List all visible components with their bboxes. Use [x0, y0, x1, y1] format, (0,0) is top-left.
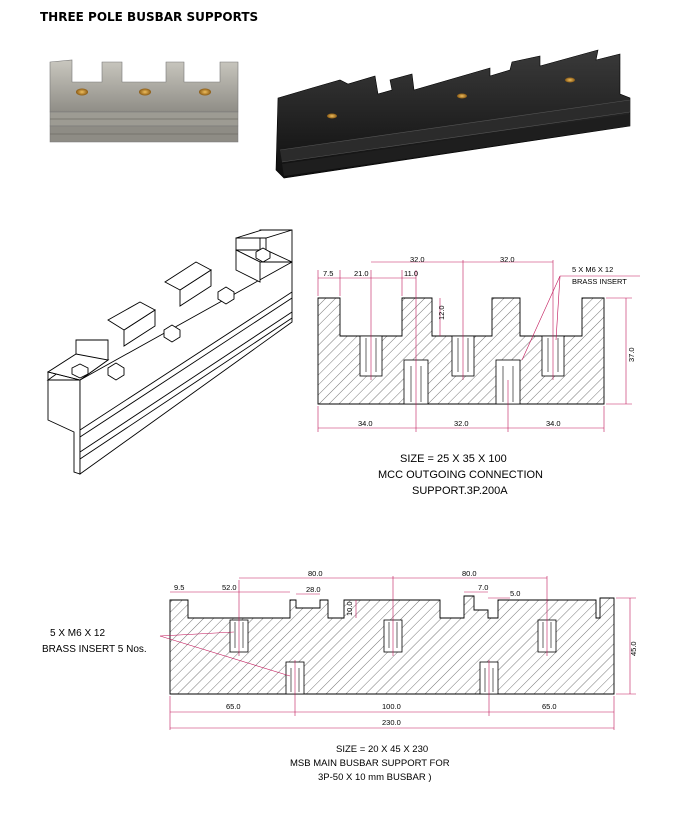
dim-80-b: 80.0	[462, 569, 477, 578]
dim-7-5: 7.5	[323, 269, 333, 278]
caption2-line3: 3P-50 X 10 mm BUSBAR )	[318, 772, 432, 783]
page-title: THREE POLE BUSBAR SUPPORTS	[40, 10, 259, 24]
brass-insert-icon	[76, 88, 88, 96]
hex-insert-icon	[163, 324, 181, 343]
dim-65-a: 65.0	[226, 702, 241, 711]
brass-insert-icon	[327, 113, 337, 119]
dim-37: 37.0	[627, 347, 636, 362]
insert-note2-line1: 5 X M6 X 12	[50, 628, 105, 639]
brass-insert-icon	[199, 88, 211, 96]
dim-32-b: 32.0	[500, 255, 515, 264]
caption1-line1: SIZE = 25 X 35 X 100	[400, 453, 507, 465]
insert-note-line2: BRASS INSERT	[572, 277, 627, 286]
dim-34-b: 34.0	[546, 419, 561, 428]
caption1-line2: MCC OUTGOING CONNECTION	[378, 469, 543, 481]
dim-34-a: 34.0	[358, 419, 373, 428]
insert-note-line1: 5 X M6 X 12	[572, 265, 613, 274]
isometric-support-drawing	[46, 229, 293, 475]
dim-10: 10.0	[345, 601, 354, 616]
brass-insert-icon	[457, 93, 467, 99]
hex-insert-icon	[107, 362, 125, 381]
photo-grey-busbar-support	[49, 59, 239, 143]
dim-9-5: 9.5	[174, 583, 184, 592]
dim-28: 28.0	[306, 585, 321, 594]
dim-80-a: 80.0	[308, 569, 323, 578]
dim-21: 21.0	[354, 269, 369, 278]
dim-7: 7.0	[478, 583, 488, 592]
section-drawing-mcc-support	[317, 260, 640, 432]
caption2-line2: MSB MAIN BUSBAR SUPPORT FOR	[290, 758, 450, 769]
hex-insert-icon	[71, 363, 89, 379]
brass-insert-icon	[565, 77, 575, 83]
caption2-line1: SIZE = 20 X 45 X 230	[336, 744, 428, 755]
brass-insert-icon	[139, 88, 151, 96]
hex-insert-icon	[255, 247, 271, 263]
caption1-line3: SUPPORT.3P.200A	[412, 485, 508, 497]
dim-32-a: 32.0	[410, 255, 425, 264]
photo-black-busbar-support	[275, 49, 631, 179]
dim-100: 100.0	[382, 702, 401, 711]
dim-230: 230.0	[382, 718, 401, 727]
section-drawing-msb-support	[159, 576, 636, 730]
insert-note2-line2: BRASS INSERT 5 Nos.	[42, 644, 147, 655]
dim-11: 11.0	[404, 269, 418, 278]
dim-12: 12.0	[437, 305, 446, 320]
hex-insert-icon	[217, 286, 235, 305]
dim-32-c: 32.0	[454, 419, 469, 428]
dim-65-b: 65.0	[542, 702, 557, 711]
dim-5: 5.0	[510, 589, 520, 598]
dim-52: 52.0	[222, 583, 237, 592]
dim-45: 45.0	[629, 641, 638, 656]
